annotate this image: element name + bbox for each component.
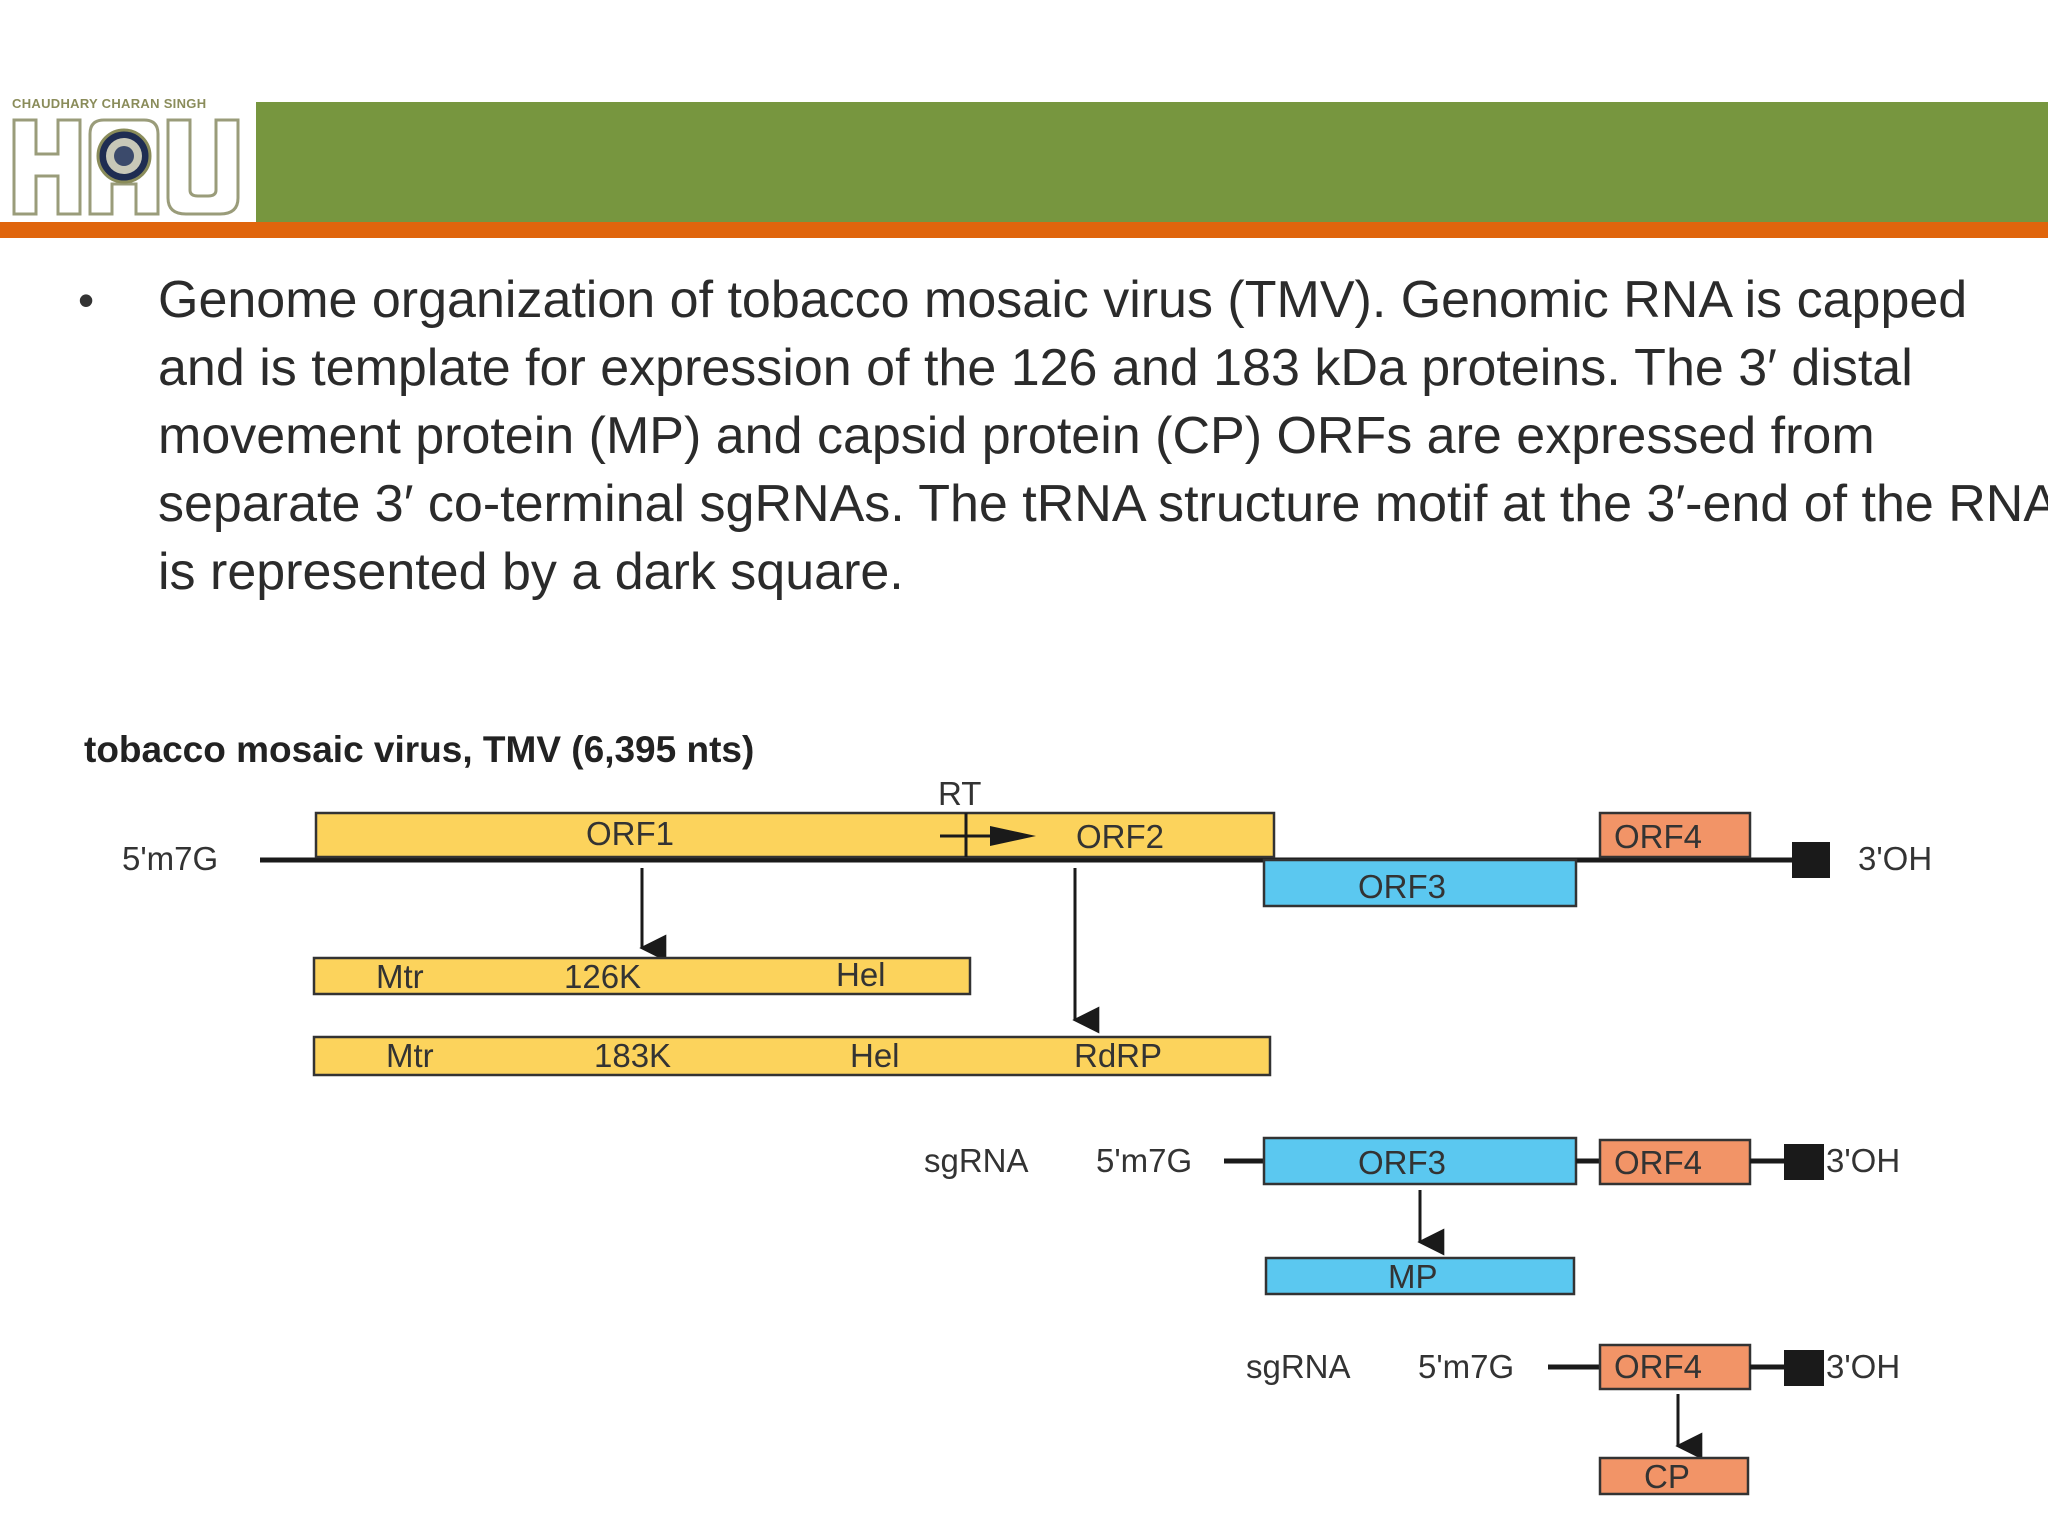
orf1-label: ORF1 <box>586 815 674 852</box>
sg1-5prime-label: 5'm7G <box>1096 1142 1192 1179</box>
p126-mtr-label: Mtr <box>376 958 424 995</box>
sg1-label: sgRNA <box>924 1142 1029 1179</box>
sg1-3prime-label: 3'OH <box>1826 1142 1900 1179</box>
mp-label: MP <box>1388 1258 1438 1295</box>
cp-box <box>1598 1456 1750 1496</box>
emblem-icon <box>96 128 152 184</box>
orf1-orf2-box <box>314 811 1276 859</box>
orf2-label: ORF2 <box>1076 818 1164 855</box>
header-stripe <box>0 222 2048 238</box>
sg2-orf4-label: ORF4 <box>1614 1348 1702 1385</box>
sg1-orf4-label: ORF4 <box>1614 1144 1702 1181</box>
sg2-3prime-label: 3'OH <box>1826 1348 1900 1385</box>
sg2-trna-square <box>1784 1350 1824 1386</box>
orf3-box <box>1262 858 1578 908</box>
logo-caption: CHAUDHARY CHARAN SINGH <box>12 96 207 111</box>
p126-hel-label: Hel <box>836 956 886 993</box>
orf3-label: ORF3 <box>1358 868 1446 905</box>
genome-5prime-label: 5'm7G <box>122 840 218 877</box>
genome-diagram-svg: tobacco mosaic virus, TMV (6,395 nts) 5'… <box>84 729 1932 1496</box>
sg1-trna-square <box>1784 1144 1824 1180</box>
trna-square <box>1792 842 1830 878</box>
bullet-text: Genome organization of tobacco mosaic vi… <box>158 271 2048 601</box>
bullet-dot: • <box>78 274 95 326</box>
protein-126k-box <box>312 956 972 996</box>
rt-arrow-icon <box>990 826 1036 846</box>
mp-box <box>1264 1256 1576 1296</box>
diagram-title: tobacco mosaic virus, TMV (6,395 nts) <box>84 729 754 770</box>
protein-183k-box <box>312 1035 1272 1077</box>
rt-label: RT <box>938 775 981 812</box>
p183-name-label: 183K <box>594 1037 671 1074</box>
genome-3prime-label: 3'OH <box>1858 840 1932 877</box>
cp-label: CP <box>1644 1458 1690 1495</box>
genome-diagram: tobacco mosaic virus, TMV (6,395 nts) 5'… <box>0 700 2048 1536</box>
sg2-label: sgRNA <box>1246 1348 1351 1385</box>
orf4-box <box>1598 811 1752 859</box>
sg1-orf3-label: ORF3 <box>1358 1144 1446 1181</box>
sg2-5prime-label: 5'm7G <box>1418 1348 1514 1385</box>
orf4-label: ORF4 <box>1614 818 1702 855</box>
logo-letters <box>12 118 240 216</box>
sg2-orf4-box <box>1598 1343 1752 1391</box>
header-bar <box>0 102 2048 222</box>
p126-name-label: 126K <box>564 958 641 995</box>
sg1-orf4-box <box>1598 1138 1752 1186</box>
p183-hel-label: Hel <box>850 1037 900 1074</box>
p183-rdrp-label: RdRP <box>1074 1037 1162 1074</box>
p183-mtr-label: Mtr <box>386 1037 434 1074</box>
university-logo: CHAUDHARY CHARAN SINGH <box>0 92 256 222</box>
